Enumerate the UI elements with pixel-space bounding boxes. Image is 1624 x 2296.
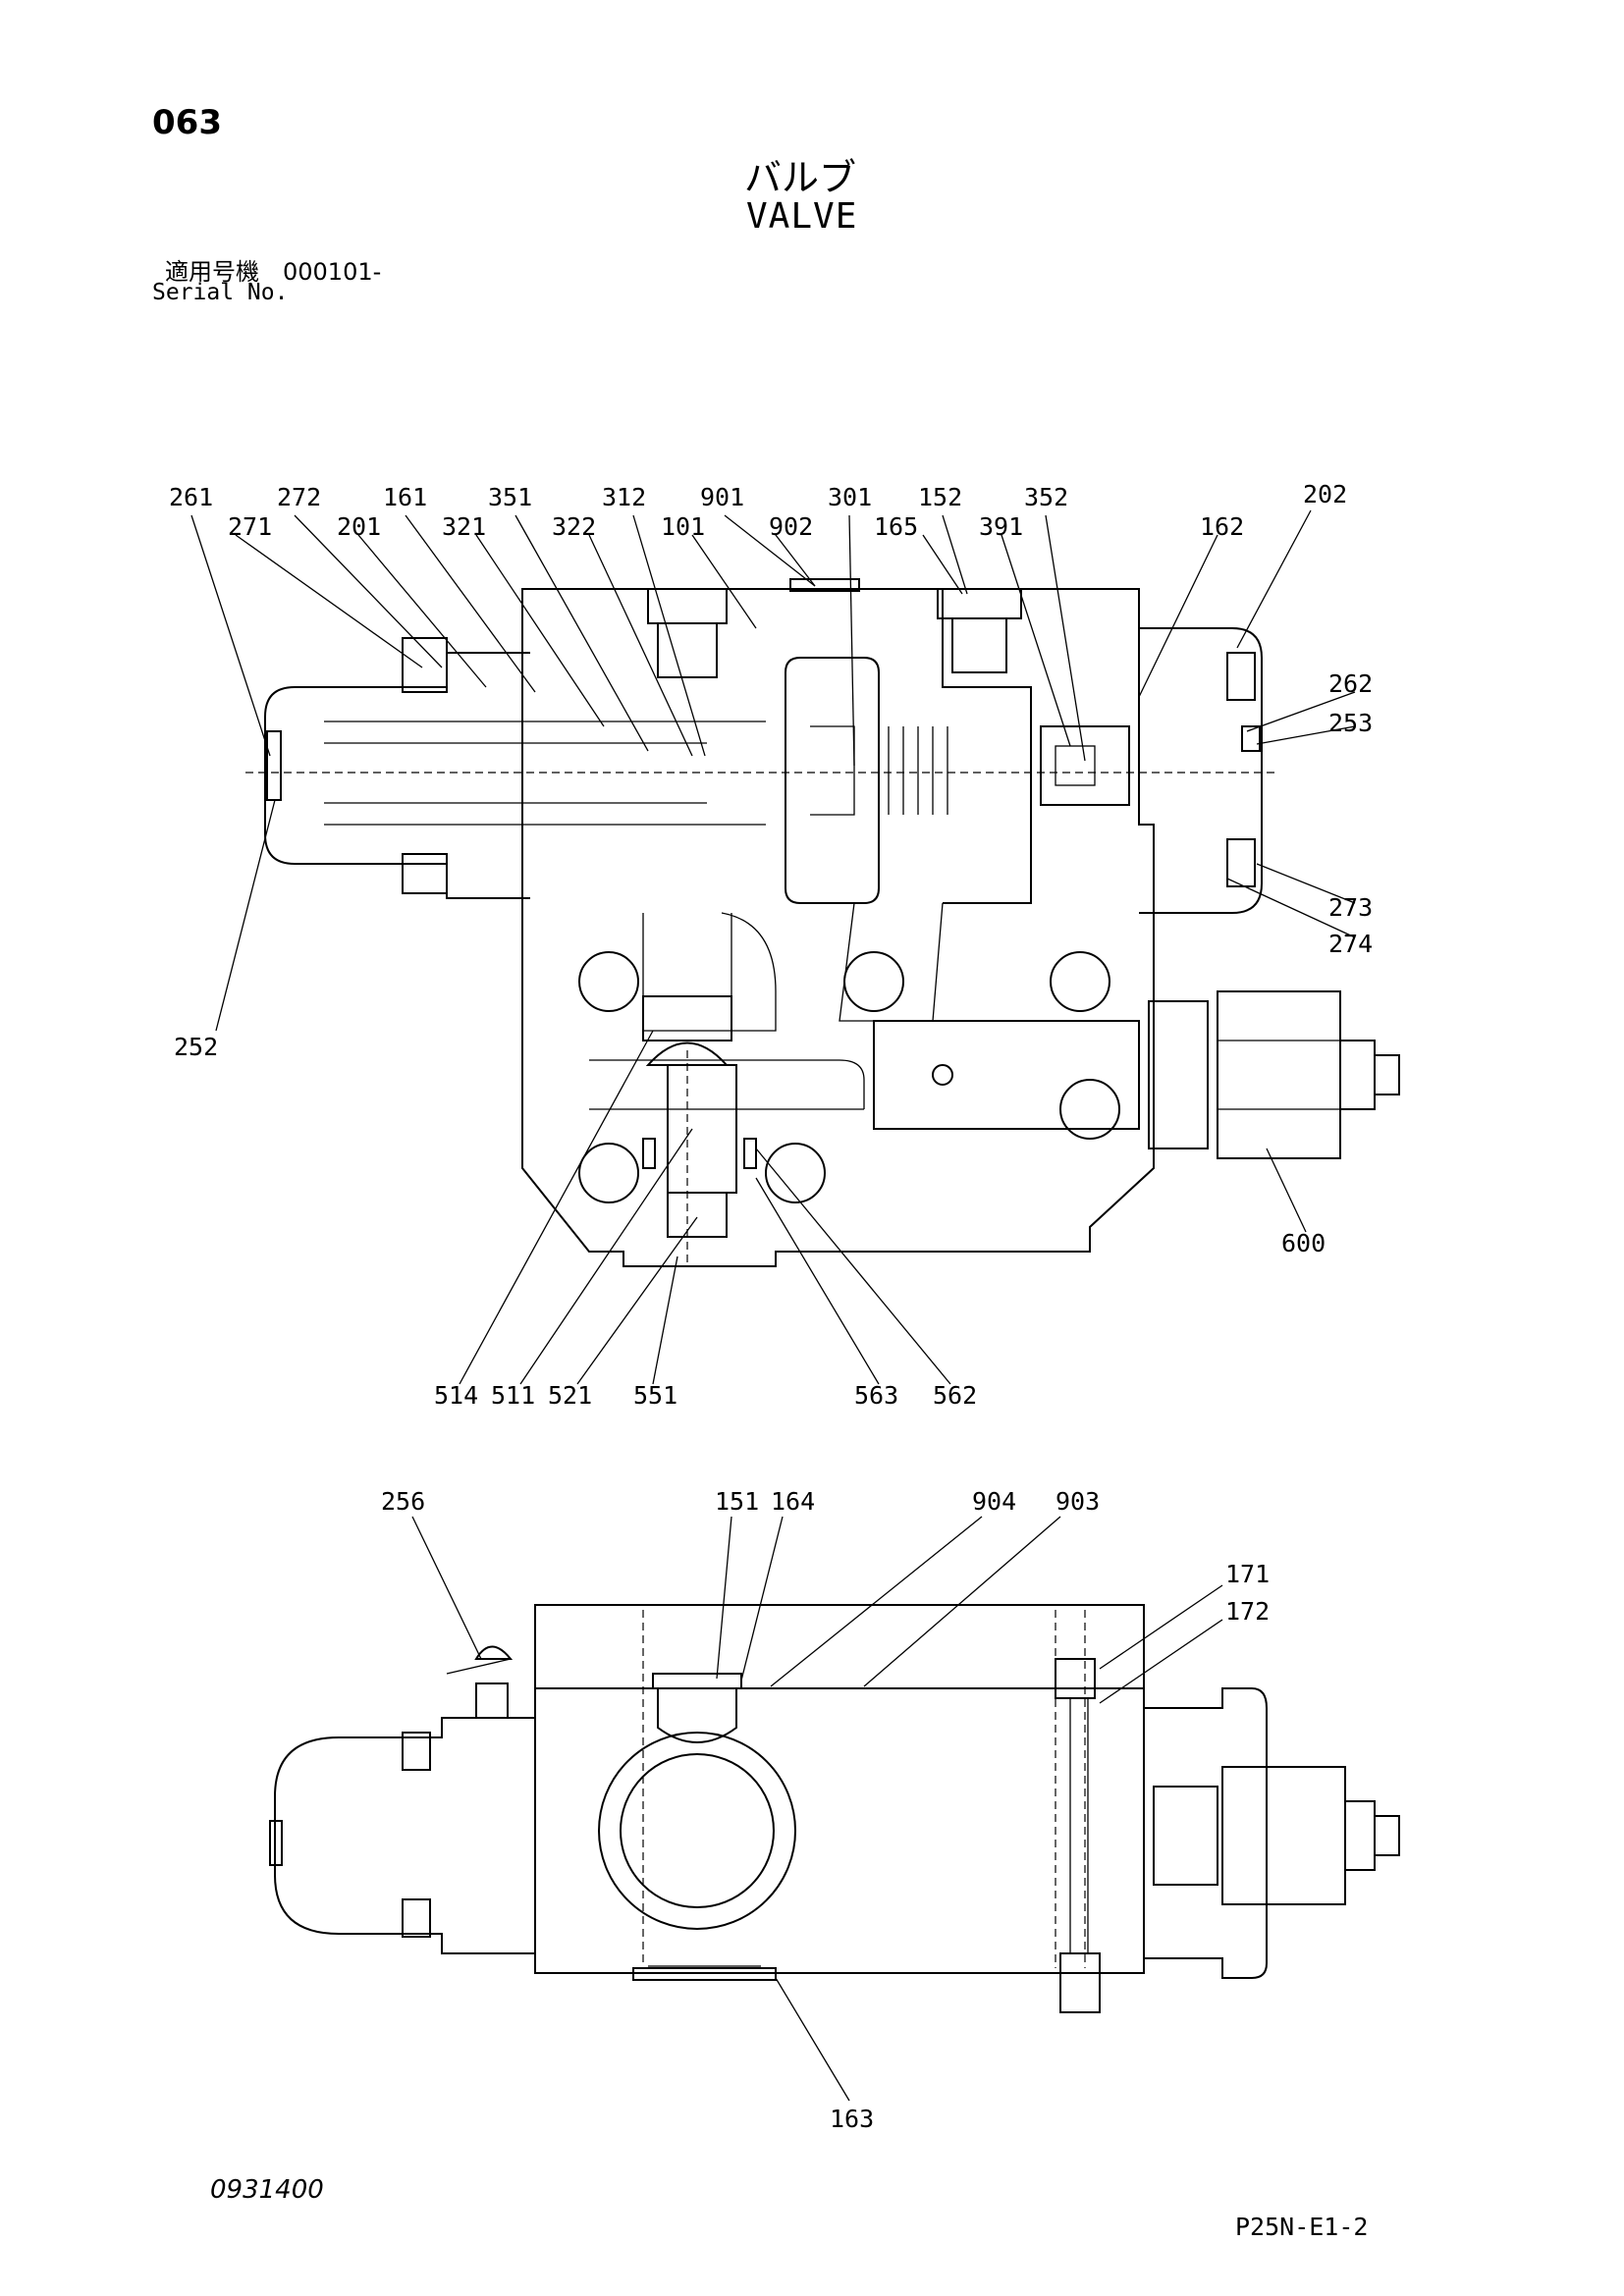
part-label-262: 262	[1328, 669, 1373, 698]
part-label-101: 101	[661, 512, 705, 541]
plan-view-leaders	[411, 1516, 1223, 2102]
part-label-273: 273	[1328, 893, 1373, 922]
part-label-272: 272	[277, 483, 321, 511]
part-label-322: 322	[552, 512, 596, 541]
plan-view-labels: 256 151 164 904 903 171 172 163	[381, 1487, 1270, 2133]
part-label-904: 904	[972, 1487, 1016, 1516]
part-label-321: 321	[442, 512, 486, 541]
part-label-252: 252	[174, 1033, 218, 1061]
part-label-256: 256	[381, 1487, 425, 1516]
part-label-312: 312	[602, 483, 646, 511]
part-label-274: 274	[1328, 930, 1373, 958]
part-label-563: 563	[854, 1381, 898, 1410]
part-label-521: 521	[548, 1381, 592, 1410]
part-label-165: 165	[874, 512, 918, 541]
valve-section-view	[245, 578, 1400, 1267]
part-label-551: 551	[633, 1381, 677, 1410]
part-label-152: 152	[918, 483, 962, 511]
part-label-514: 514	[434, 1381, 478, 1410]
section-view-leaders	[190, 509, 1356, 1385]
part-label-164: 164	[771, 1487, 815, 1516]
title-english: VALVE	[746, 196, 858, 237]
valve-plan-view	[269, 1604, 1400, 2013]
part-label-253: 253	[1328, 709, 1373, 737]
part-label-903: 903	[1056, 1487, 1100, 1516]
part-label-163: 163	[830, 2105, 874, 2133]
part-label-172: 172	[1225, 1597, 1270, 1626]
part-label-902: 902	[769, 512, 813, 541]
part-label-201: 201	[337, 512, 381, 541]
part-label-151: 151	[715, 1487, 759, 1516]
part-label-171: 171	[1225, 1560, 1270, 1588]
part-label-202: 202	[1303, 480, 1347, 508]
part-label-261: 261	[169, 483, 213, 511]
page-number: 063	[152, 103, 222, 142]
part-label-600: 600	[1281, 1229, 1326, 1257]
section-view-labels: 261 272 161 351 312 901 301 152 352 202 …	[169, 480, 1373, 1410]
part-label-562: 562	[933, 1381, 977, 1410]
serial-label-japanese: 適用号機 000101-	[165, 258, 382, 286]
part-label-271: 271	[228, 512, 272, 541]
part-label-351: 351	[488, 483, 532, 511]
part-label-901: 901	[700, 483, 744, 511]
part-label-161: 161	[383, 483, 427, 511]
title-japanese: バルブ	[744, 156, 857, 199]
page-code: P25N-E1-2	[1235, 2213, 1369, 2241]
part-label-391: 391	[979, 512, 1023, 541]
part-label-162: 162	[1200, 512, 1244, 541]
part-label-352: 352	[1024, 483, 1068, 511]
serial-label-english: Serial No.	[152, 280, 289, 305]
reference-code: 0931400	[210, 2175, 324, 2205]
part-label-511: 511	[491, 1381, 535, 1410]
part-label-301: 301	[828, 483, 872, 511]
